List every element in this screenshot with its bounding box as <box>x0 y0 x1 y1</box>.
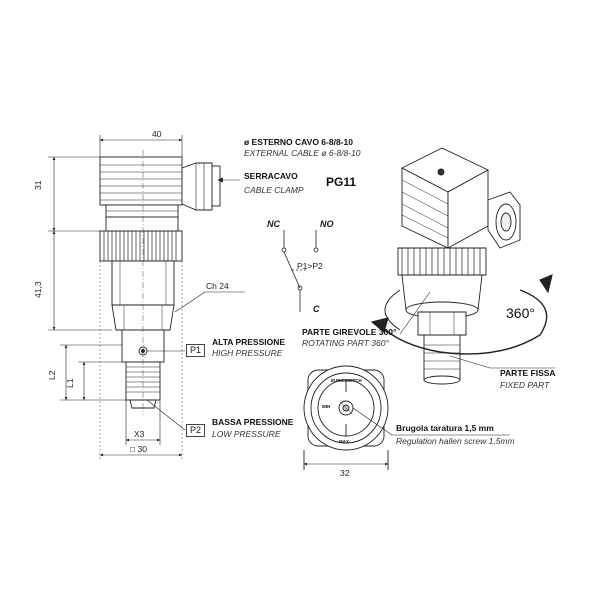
rotation-angle: 360° <box>506 305 535 321</box>
isometric-view <box>397 147 521 385</box>
cable-outer-label: ø ESTERNO CAVO 6-8/8-10 <box>244 137 353 147</box>
p1-box: P1 <box>186 344 206 357</box>
screw-label: Brugola taratura 1,5 mm <box>396 423 494 433</box>
dim-hex: Ch 24 <box>206 281 229 291</box>
rotating-label: PARTE GIREVOLE 360° <box>302 327 397 337</box>
fixed-label: PARTE FISSA <box>500 368 556 378</box>
p2-label-en: LOW PRESSURE <box>212 429 281 439</box>
p1-label: ALTA PRESSIONE <box>212 337 286 347</box>
pg-label: PG11 <box>326 175 357 189</box>
dimension-lines <box>48 135 183 460</box>
switch-common: C <box>313 304 320 314</box>
cable-outer-label-en: EXTERNAL CABLE ø 6-8/8-10 <box>244 148 361 158</box>
switch-no: NO <box>320 219 334 229</box>
rotation-arrow <box>370 274 553 355</box>
switch-condition: P1>P2 <box>297 261 323 271</box>
screw-label-en: Regulation hallen screw 1,5mm <box>396 436 515 446</box>
connector-head <box>99 156 183 206</box>
connector-ribs <box>100 164 182 201</box>
p2-label: BASSA PRESSIONE <box>212 417 294 427</box>
clamp-label: SERRACAVO <box>244 171 298 181</box>
dim-height-41: 41,3 <box>33 281 43 298</box>
dim-width-40: 40 <box>152 129 162 139</box>
leaders-left <box>146 177 245 431</box>
dim-l2: L2 <box>47 370 57 380</box>
clamp-label-en: CABLE CLAMP <box>244 185 304 195</box>
min-mark: MIN <box>322 404 331 409</box>
leaders-right <box>399 291 555 369</box>
brand-mark: EUROSWITCH <box>331 378 362 383</box>
dim-square: □ 30 <box>130 444 147 454</box>
dim-l1: L1 <box>65 378 75 388</box>
p1-label-en: HIGH PRESSURE <box>212 348 283 358</box>
max-mark: MAX <box>339 439 349 444</box>
dim-round-width: 32 <box>340 468 350 478</box>
dim-height-31: 31 <box>33 180 43 190</box>
rotating-label-en: ROTATING PART 360° <box>302 338 389 348</box>
switch-nc: NC <box>267 219 280 229</box>
switch-symbol <box>281 230 319 312</box>
p2-box: P2 <box>186 424 206 437</box>
cable-gland <box>181 162 213 211</box>
dim-x3: X3 <box>134 429 145 439</box>
elevation-view <box>99 150 221 415</box>
bottom-view <box>303 365 510 470</box>
fixed-label-en: FIXED PART <box>500 380 550 390</box>
